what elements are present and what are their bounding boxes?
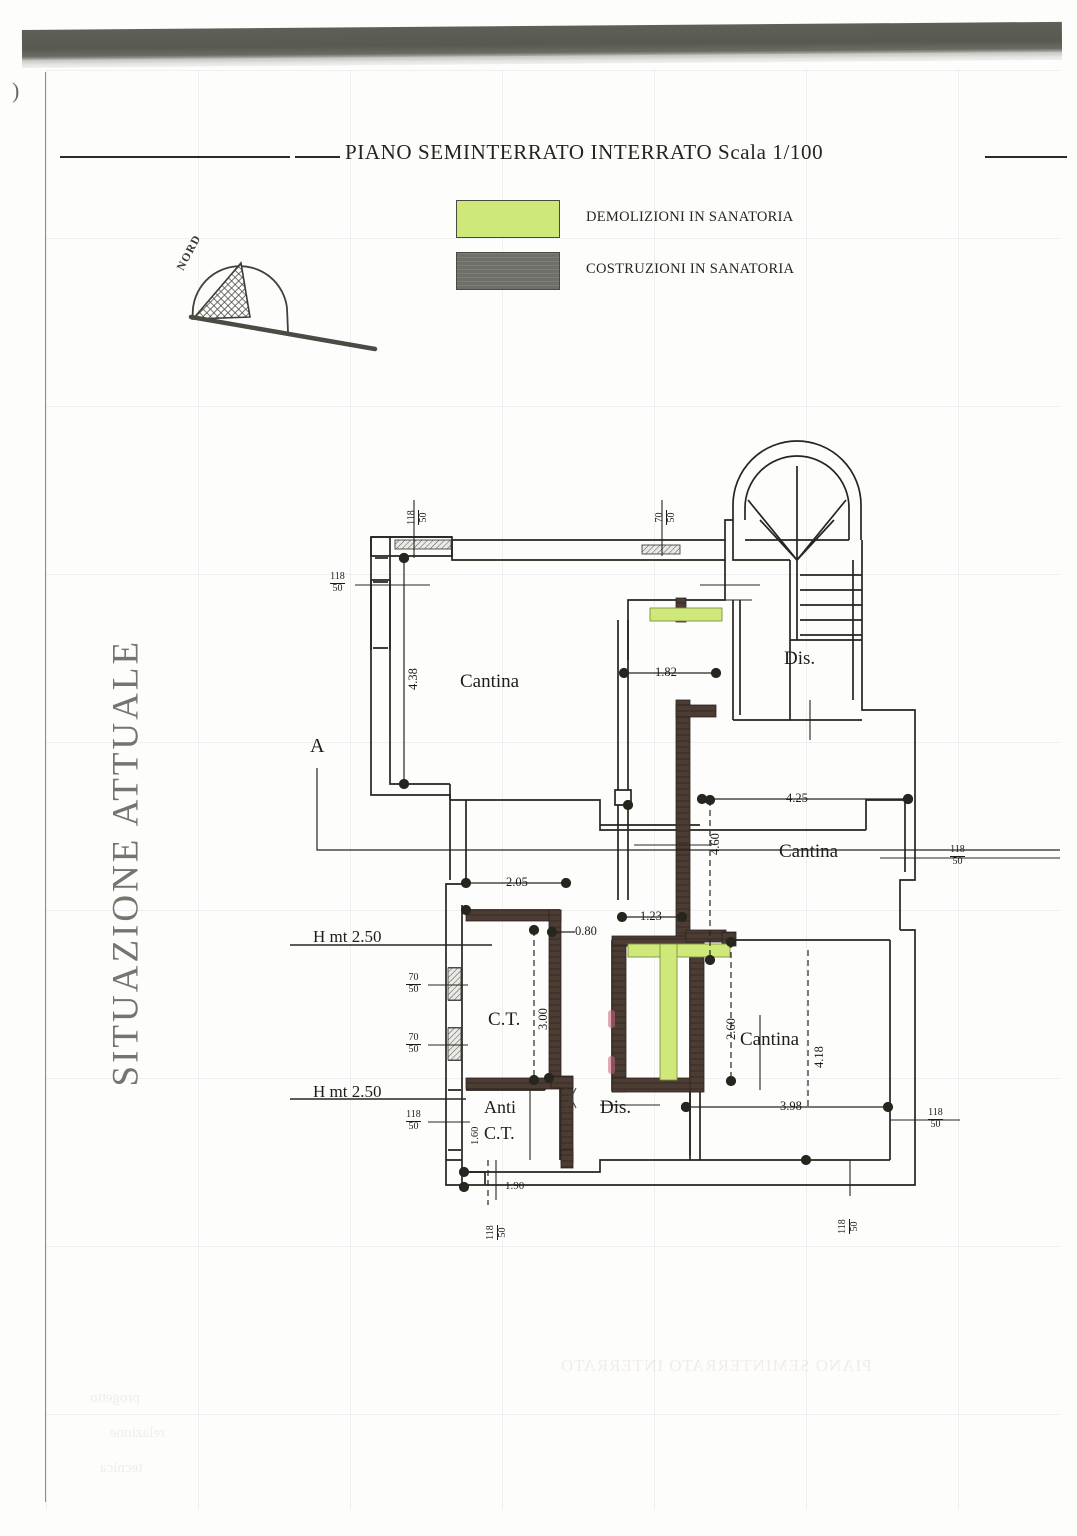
title-rule-right [985, 156, 1067, 158]
room-label-dis-lower: Dis. [600, 1097, 632, 1118]
window-height: 50 [496, 1227, 508, 1238]
window-width: 118 [837, 1219, 848, 1234]
window-mark-rule [406, 1120, 421, 1122]
title-rule-left-far [60, 156, 290, 158]
window-width: 70 [408, 1032, 419, 1043]
window-width: 118 [406, 1109, 421, 1120]
window-mark-rule [406, 983, 421, 985]
dimension-4-18: 4.18 [812, 1046, 826, 1068]
legend-label-demolizioni: DEMOLIZIONI IN SANATORIA [586, 209, 794, 225]
window-height: 50 [332, 582, 343, 594]
window-mark-rule [406, 1043, 421, 1045]
room-label-cantina-top: Cantina [460, 671, 520, 692]
height-note-upper: H mt 2.50 [313, 927, 382, 946]
demolition-strips [627, 607, 731, 1081]
window-mark-118-50-right-bottom: 118 50 [928, 1107, 943, 1130]
legend-swatch-demolizioni [456, 200, 560, 238]
window-height: 50 [952, 855, 963, 867]
window-width: 70 [408, 972, 419, 983]
dimension-4-60: 4.60 [708, 833, 722, 855]
window-width: 118 [485, 1225, 496, 1240]
compass-rose: NORD [175, 233, 385, 355]
window-height: 50 [417, 512, 429, 523]
title-rule-left [295, 156, 340, 158]
window-width: 118 [950, 844, 965, 855]
page-edge-artifact: ) [12, 78, 20, 103]
dimension-1-23: 1.23 [640, 909, 662, 923]
dimension-2-05: 2.05 [506, 875, 528, 889]
window-height: 50 [665, 512, 677, 523]
dimension-1-82: 1.82 [655, 665, 677, 679]
window-width: 118 [330, 571, 345, 582]
window-mark-118-50-bottom-right: 118 50 [837, 1219, 860, 1234]
room-label-anti-ct-line2: C.T. [484, 1123, 515, 1143]
section-marker-a: A [310, 735, 325, 757]
window-mark-70-50-top-right: 70 50 [654, 510, 677, 525]
legend-swatch-costruzioni [456, 252, 560, 290]
dimension-1-60: 1.60 [470, 1126, 481, 1145]
compass-rose-icon [188, 261, 378, 352]
window-width: 70 [654, 512, 665, 523]
window-height: 50 [408, 1043, 419, 1055]
window-mark-118-50-left-bottom: 118 50 [406, 1109, 421, 1132]
window-width: 118 [406, 510, 417, 525]
window-mark-rule [950, 855, 965, 857]
window-mark-70-50-left-lower: 70 50 [406, 1032, 421, 1055]
room-label-cantina-lower: Cantina [740, 1029, 800, 1050]
window-mark-118-50-right: 118 50 [950, 844, 965, 867]
window-mark-118-50-left: 118 50 [330, 571, 345, 594]
window-mark-rule [330, 582, 345, 584]
window-mark-118-50-top-left: 118 50 [406, 510, 429, 525]
window-height: 50 [408, 983, 419, 995]
window-height: 50 [408, 1120, 419, 1132]
window-width: 118 [928, 1107, 943, 1118]
room-label-dis-stairs: Dis. [784, 648, 816, 669]
dimension-0-80: 0.80 [575, 924, 597, 938]
window-height: 50 [848, 1221, 860, 1232]
dimension-1-90: 1.90 [505, 1180, 525, 1192]
dimension-4-38: 4.38 [406, 668, 420, 690]
window-height: 50 [930, 1118, 941, 1130]
legend-label-costruzioni: COSTRUZIONI IN SANATORIA [586, 261, 795, 277]
dimension-3-98: 3.98 [780, 1099, 802, 1113]
window-mark-rule [928, 1118, 943, 1120]
dimension-3-00: 3.00 [536, 1008, 550, 1030]
room-label-anti-ct-line1: Anti [484, 1097, 517, 1117]
height-note-lower: H mt 2.50 [313, 1082, 382, 1101]
window-mark-118-50-bottom-left: 118 50 [485, 1225, 508, 1240]
dimension-2-60: 2.60 [724, 1018, 738, 1040]
room-label-cantina-right: Cantina [779, 841, 839, 862]
plan-title-row: PIANO SEMINTERRATO INTERRATO Scala 1/100 [60, 140, 1070, 170]
window-mark-70-50-left-upper: 70 50 [406, 972, 421, 995]
page-title: PIANO SEMINTERRATO INTERRATO Scala 1/100 [345, 140, 824, 164]
page-margin-line [45, 72, 46, 1502]
room-label-ct: C.T. [488, 1009, 521, 1030]
dimension-4-25: 4.25 [786, 791, 808, 805]
